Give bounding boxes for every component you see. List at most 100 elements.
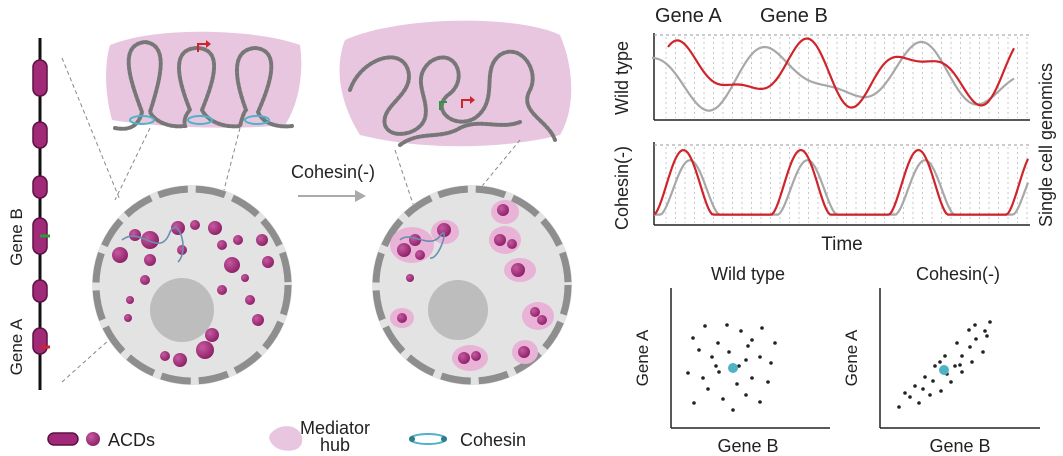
scatter-point	[746, 344, 750, 348]
zoom-line	[214, 127, 241, 226]
scatter-point	[958, 363, 962, 367]
scatter-point	[913, 384, 917, 388]
legend-mediator-label-line1: Mediator	[300, 418, 370, 438]
acd-segment	[32, 327, 48, 355]
scatter-point	[686, 371, 690, 375]
cohesin-ring	[187, 115, 213, 125]
cohesin-depleted-nucleus	[372, 185, 572, 385]
scatter-point	[717, 370, 721, 374]
gene-b-label: Gene B	[7, 208, 26, 266]
cohesin-depletion-transition: Cohesin(-)	[291, 162, 375, 202]
acd-segment	[32, 59, 48, 97]
zoom-line	[114, 127, 151, 201]
cohesin-depleted-inset	[339, 20, 572, 226]
scatter-point	[921, 387, 925, 391]
legend-mediator-label-line2: hub	[320, 435, 350, 455]
coh-gene-a-trace	[653, 148, 1030, 216]
gene-a-tss-arrow-icon	[197, 43, 206, 52]
coh-gridlines	[665, 147, 1028, 223]
gene-a-label: Gene A	[7, 318, 26, 375]
scatter-point	[750, 376, 754, 380]
scatter-point	[928, 393, 932, 397]
arrow-right-icon	[355, 190, 366, 202]
wt-gene-a-trace	[667, 37, 1015, 109]
scatter-point	[923, 375, 927, 379]
scatter-point	[769, 361, 773, 365]
scatter-coh-points	[897, 320, 992, 409]
scatter-point	[744, 393, 748, 397]
chromatin-path	[121, 226, 184, 263]
scatter-point	[721, 397, 725, 401]
scatter-point	[955, 341, 959, 345]
cohesin-head-icon	[409, 436, 415, 442]
scatter-point	[967, 328, 971, 332]
cohesin-head-icon	[441, 436, 447, 442]
mediator-hub-shape	[106, 31, 302, 128]
scatter-point	[701, 376, 705, 380]
acd-segment	[32, 121, 48, 149]
coh-panel-label: Cohesin(-)	[612, 146, 632, 230]
legend-gene-a: Gene A	[655, 5, 722, 27]
scatter-point	[974, 337, 978, 341]
cohesin-ring-icon	[409, 433, 447, 445]
wildtype-loop-inset	[106, 31, 302, 226]
scatter-point	[758, 400, 762, 404]
mediator-hub-icon	[269, 426, 303, 451]
scatter-point	[939, 389, 943, 393]
legend-gene-b: Gene B	[760, 5, 828, 27]
scatter-point	[953, 364, 957, 368]
timeseries-panel: Gene A Gene B Wild type Cohesin(-) Time …	[612, 5, 1056, 255]
scatter-point	[731, 408, 735, 412]
scatter-point	[758, 355, 762, 359]
chromatin-fiber	[348, 49, 557, 142]
scatter-point	[988, 320, 992, 324]
scatter-point	[773, 341, 777, 345]
zoom-line	[61, 57, 121, 201]
acd-segment	[32, 175, 48, 199]
nucleolus	[428, 280, 488, 340]
scatter-point	[970, 360, 974, 364]
scatter-point	[983, 329, 987, 333]
legend-acds-label: ACDs	[108, 430, 155, 450]
scatter-wt-title: Wild type	[711, 264, 785, 284]
acd-dot-icon	[86, 432, 100, 446]
scatter-point	[943, 354, 947, 358]
scatter-point	[706, 387, 710, 391]
scatter-point	[714, 364, 718, 368]
scatter-point	[703, 324, 707, 328]
gene-a-tss-arrow-icon	[461, 99, 470, 108]
acd-segment	[32, 279, 48, 303]
scatter-point	[737, 364, 741, 368]
scatter-point	[908, 395, 912, 399]
scatter-wt-highlight-point	[728, 363, 738, 373]
transition-label: Cohesin(-)	[291, 162, 375, 182]
scatter-wt-points	[686, 323, 777, 412]
scatter-point	[691, 336, 695, 340]
scatter-coh-ylabel: Gene A	[842, 329, 861, 386]
scatter-point	[981, 350, 985, 354]
wt-gene-b-trace	[651, 40, 1015, 112]
bottom-legend: ACDs Mediator hub Cohesin	[47, 418, 526, 455]
nucleolus	[150, 278, 214, 342]
scatter-coh-highlight-point	[939, 365, 949, 375]
coh-gene-b-trace	[654, 159, 1030, 216]
scatter-point	[960, 370, 964, 374]
scatter-cohesin: Cohesin(-) Gene A Gene B	[842, 264, 1040, 456]
scatter-coh-title: Cohesin(-)	[916, 264, 1000, 284]
single-cell-genomics-label: Single cell genomics	[1036, 63, 1056, 227]
scatter-point	[692, 401, 696, 405]
nuclear-envelope	[92, 185, 292, 385]
chromatin-fiber	[398, 120, 522, 147]
scatter-point	[933, 364, 937, 368]
scatter-point	[949, 380, 953, 384]
wildtype-nucleus	[92, 185, 292, 385]
wt-panel-label: Wild type	[612, 41, 632, 115]
scatter-point	[897, 405, 901, 409]
acd-segment-icon	[47, 432, 79, 446]
legend-cohesin-label: Cohesin	[460, 430, 526, 450]
scatter-point	[735, 382, 739, 386]
cohesin-ring	[129, 115, 155, 125]
scatter-point	[938, 360, 942, 364]
scatter-point	[727, 350, 731, 354]
